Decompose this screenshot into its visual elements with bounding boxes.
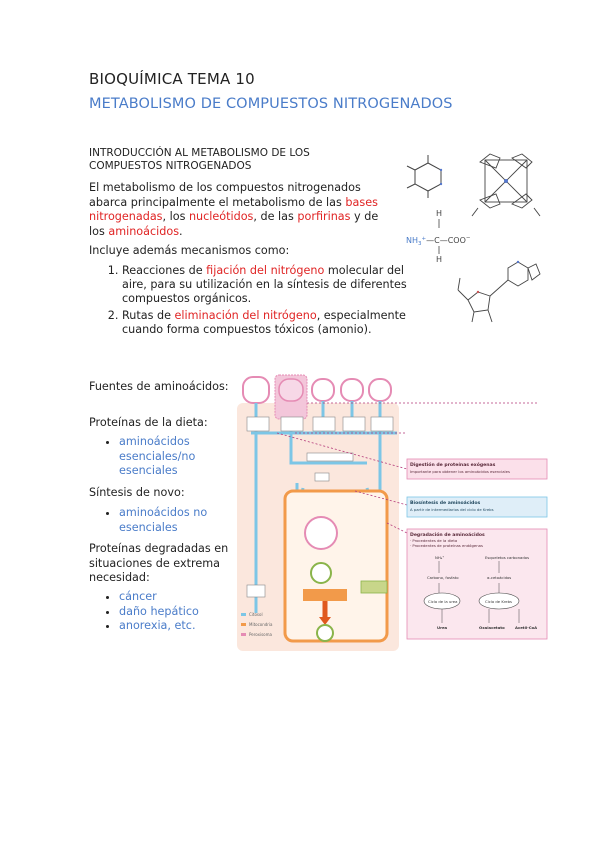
diet-list: aminoácidos esenciales/no esenciales bbox=[89, 435, 249, 479]
svg-text:Importante para obtener los am: Importante para obtener los aminoácidos … bbox=[410, 469, 510, 474]
intro-paragraph: El metabolismo de los compuestos nitroge… bbox=[89, 181, 379, 238]
metabolism-diagram: Citosol Mitocondria Peroxisoma Digestión… bbox=[237, 374, 548, 651]
de-novo-list: aminoácidos no esenciales bbox=[89, 506, 249, 535]
amino-acid-formula: H NH3+—C—COO− H bbox=[406, 209, 471, 264]
svg-text:Carbono, fosfato: Carbono, fosfato bbox=[427, 575, 459, 580]
porphyrin-structure-icon bbox=[471, 153, 541, 217]
term-nucleotidos: nucleótidos bbox=[188, 210, 254, 223]
list-item: cáncer bbox=[119, 590, 249, 605]
topic-title: METABOLISMO DE COMPUESTOS NITROGENADOS bbox=[89, 96, 453, 112]
svg-text:NH3+—C—COO−: NH3+—C—COO− bbox=[406, 235, 471, 247]
degraded-list: cáncer daño hepático anorexia, etc. bbox=[89, 590, 249, 634]
biosynthesis-box: Biosíntesis de aminoácidos A partir de i… bbox=[406, 496, 548, 518]
mechanisms-list: Reacciones de fijación del nitrógeno mol… bbox=[104, 264, 407, 339]
svg-text:Citosol: Citosol bbox=[249, 612, 263, 617]
svg-text:Peroxisoma: Peroxisoma bbox=[249, 632, 273, 637]
svg-text:H: H bbox=[436, 209, 442, 218]
list-item: aminoácidos no esenciales bbox=[119, 506, 249, 535]
nucleotide-structure-icon bbox=[457, 260, 541, 323]
svg-text:H: H bbox=[436, 255, 442, 264]
pyrimidine-structure-icon bbox=[406, 155, 443, 198]
svg-text:Ciclo de la urea: Ciclo de la urea bbox=[428, 599, 457, 604]
svg-text:Digestión de proteínas exógena: Digestión de proteínas exógenas bbox=[410, 461, 496, 468]
list-item: Rutas de eliminación del nitrógeno, espe… bbox=[122, 309, 407, 337]
mechanisms-intro: Incluye además mecanismos como: bbox=[89, 244, 290, 257]
diet-proteins-label: Proteínas de la dieta: bbox=[89, 416, 208, 429]
svg-text:α-cetoácidos: α-cetoácidos bbox=[487, 575, 511, 580]
list-item: Reacciones de fijación del nitrógeno mol… bbox=[122, 264, 407, 307]
svg-text:· Procedentes de proteínas end: · Procedentes de proteínas endógenas bbox=[410, 543, 483, 548]
term-bases-nitrogenadas: bases nitrogenadas bbox=[89, 195, 378, 224]
svg-text:Degradación de aminoácidos: Degradación de aminoácidos bbox=[410, 531, 485, 538]
degraded-proteins-label: Proteínas degradadas en situaciones de e… bbox=[89, 542, 229, 584]
svg-text:Ciclo de Krebs: Ciclo de Krebs bbox=[485, 599, 512, 604]
svg-text:A partir de intermediarios del: A partir de intermediarios del ciclo de … bbox=[410, 507, 494, 512]
svg-text:Biosíntesis de aminoácidos: Biosíntesis de aminoácidos bbox=[410, 499, 480, 506]
section-heading: INTRODUCCIÓN AL METABOLISMO DE LOS COMPU… bbox=[89, 147, 310, 172]
svg-text:Oxalacetato: Oxalacetato bbox=[479, 625, 505, 630]
sources-heading: Fuentes de aminoácidos: bbox=[89, 380, 229, 393]
list-item: daño hepático bbox=[119, 605, 249, 620]
molecule-drawings: H NH3+—C—COO− H bbox=[406, 153, 541, 323]
svg-text:· Procedentes de la dieta: · Procedentes de la dieta bbox=[410, 538, 457, 543]
term-porfirinas: porfirinas bbox=[297, 210, 351, 223]
svg-text:Esqueletos carbonados: Esqueletos carbonados bbox=[485, 555, 529, 560]
digestion-box: Digestión de proteínas exógenas Importan… bbox=[406, 458, 548, 480]
svg-text:NH₄⁺: NH₄⁺ bbox=[435, 555, 444, 560]
svg-text:Mitocondria: Mitocondria bbox=[249, 622, 273, 627]
course-title: BIOQUÍMICA TEMA 10 bbox=[89, 70, 255, 88]
list-item: anorexia, etc. bbox=[119, 619, 249, 634]
list-item: aminoácidos esenciales/no esenciales bbox=[119, 435, 249, 479]
de-novo-label: Síntesis de novo: bbox=[89, 486, 185, 499]
degradation-box: Degradación de aminoácidos · Procedentes… bbox=[406, 528, 548, 640]
svg-text:Urea: Urea bbox=[437, 625, 448, 630]
term-aminoacidos: aminoácidos bbox=[108, 224, 180, 238]
svg-text:Acetil-CoA: Acetil-CoA bbox=[515, 625, 537, 630]
